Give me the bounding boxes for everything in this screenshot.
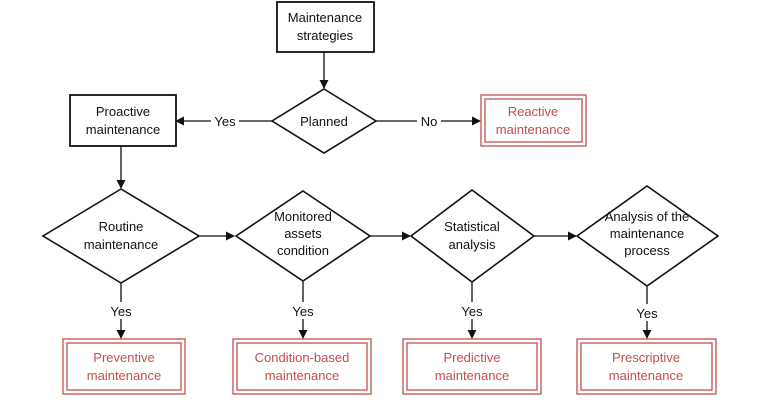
edge-labels: Yes No Yes Yes Yes Yes [107,112,661,321]
node-label-line: condition [277,243,329,258]
edge-label-monitored-yes: Yes [292,304,314,319]
outcome-preventive-maintenance: Preventive maintenance [62,338,186,395]
decision-statistical-analysis: Statistical analysis [409,189,536,283]
decision-planned: Planned [270,88,378,154]
decision-routine-maintenance: Routine maintenance [41,188,201,284]
node-label-line: assets [284,226,322,241]
node-label-line: maintenance [265,368,339,383]
node-label-line: maintenance [84,237,158,252]
outcome-predictive-maintenance: Predictive maintenance [402,338,542,395]
node-label-line: Planned [300,114,348,129]
node-label-line: Reactive [508,104,559,119]
outcome-prescriptive-maintenance: Prescriptive maintenance [576,338,717,395]
node-label-line: Maintenance [288,10,362,25]
node-label-line: Analysis of the [605,209,690,224]
node-label-line: maintenance [609,368,683,383]
node-label-line: strategies [297,28,354,43]
node-label-line: Monitored [274,209,332,224]
node-maintenance-strategies: Maintenance strategies [276,1,375,53]
decision-monitored-assets-condition: Monitored assets condition [234,190,372,282]
node-proactive-maintenance: Proactive maintenance [69,94,177,147]
node-label-line: Routine [99,219,144,234]
node-label-line: maintenance [87,368,161,383]
node-label-line: process [624,243,670,258]
node-label-line: Predictive [443,350,500,365]
edge-label-planned-no: No [421,114,438,129]
decision-analysis-maintenance-process: Analysis of the maintenance process [575,185,720,287]
node-label-line: Proactive [96,104,150,119]
node-label-line: maintenance [610,226,684,241]
node-label-line: Prescriptive [612,350,680,365]
outcome-condition-based-maintenance: Condition-based maintenance [232,338,372,395]
outcome-reactive-maintenance: Reactive maintenance [480,94,587,147]
node-label-line: maintenance [435,368,509,383]
node-label-line: Statistical [444,219,500,234]
edge-label-analysis-yes: Yes [636,306,658,321]
node-label-line: maintenance [86,122,160,137]
node-label-line: Condition-based [255,350,350,365]
edge-label-routine-yes: Yes [110,304,132,319]
node-label-line: analysis [449,237,496,252]
edge-label-planned-yes: Yes [214,114,236,129]
edge-label-statistical-yes: Yes [461,304,483,319]
node-label-line: maintenance [496,122,570,137]
node-label-line: Preventive [93,350,154,365]
